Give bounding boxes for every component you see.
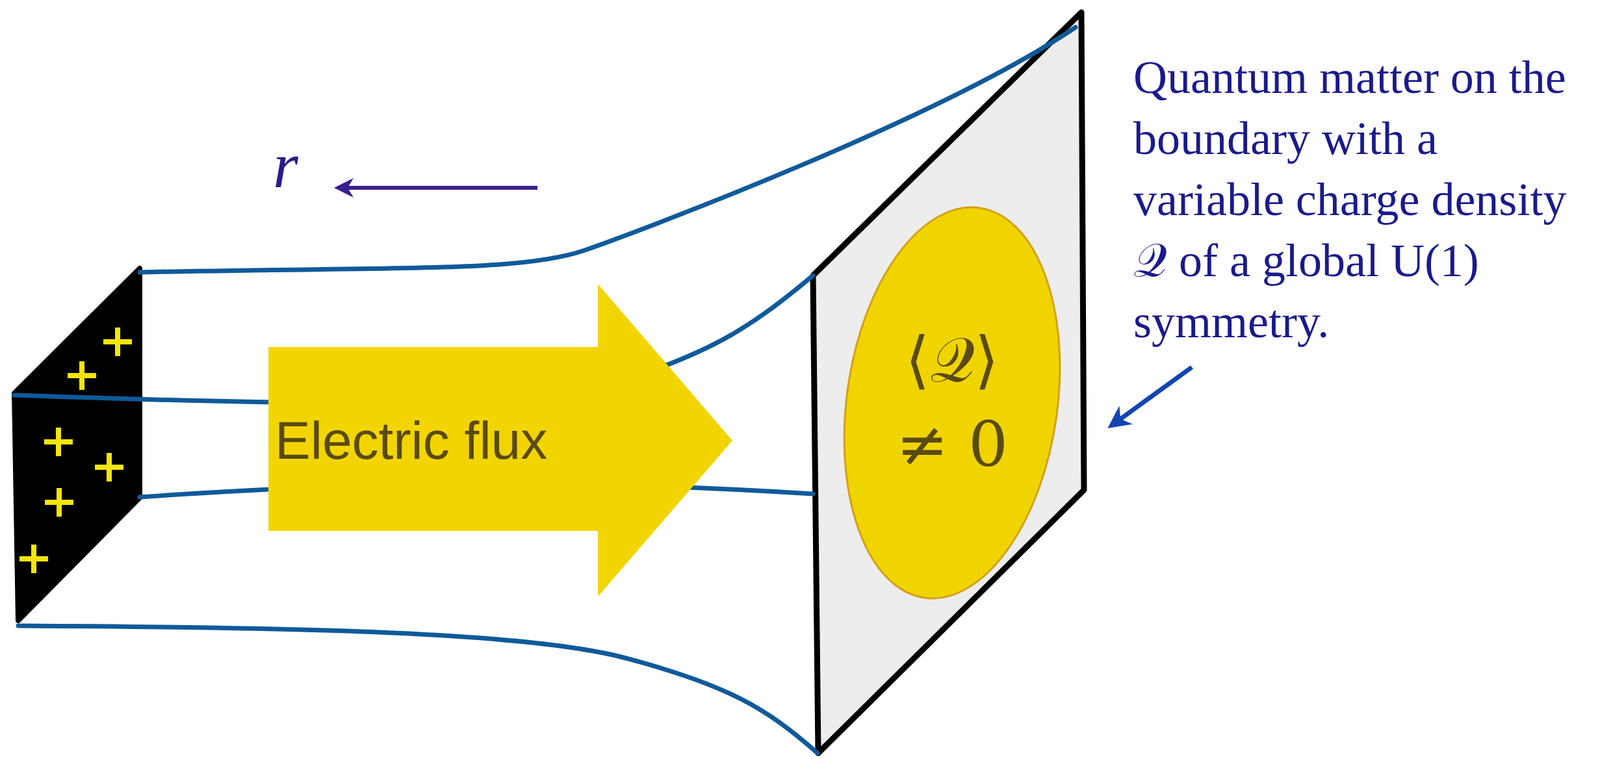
radial-arrow bbox=[337, 185, 538, 190]
flux-label: Electric flux bbox=[274, 411, 548, 470]
flux-arrow: Electric flux bbox=[268, 283, 733, 597]
leader-arrow bbox=[1111, 367, 1192, 426]
bulk-curves bbox=[14, 27, 1076, 754]
charge-ellipse-outline bbox=[844, 204, 1060, 602]
charge-expression: ⟨𝒬⟩ ≠ 0 bbox=[870, 318, 1034, 487]
boundary-panel bbox=[812, 12, 1084, 754]
ellipse-shape bbox=[820, 193, 1084, 613]
arrow-shape bbox=[268, 283, 733, 597]
radial-coordinate: r bbox=[272, 129, 299, 202]
charged-horizon bbox=[14, 268, 140, 621]
callout-note: Quantum matter on the boundary with a va… bbox=[1133, 46, 1593, 353]
charge-ellipse: ⟨𝒬⟩ ≠ 0 bbox=[844, 204, 1060, 602]
charge-symbols bbox=[19, 327, 132, 574]
